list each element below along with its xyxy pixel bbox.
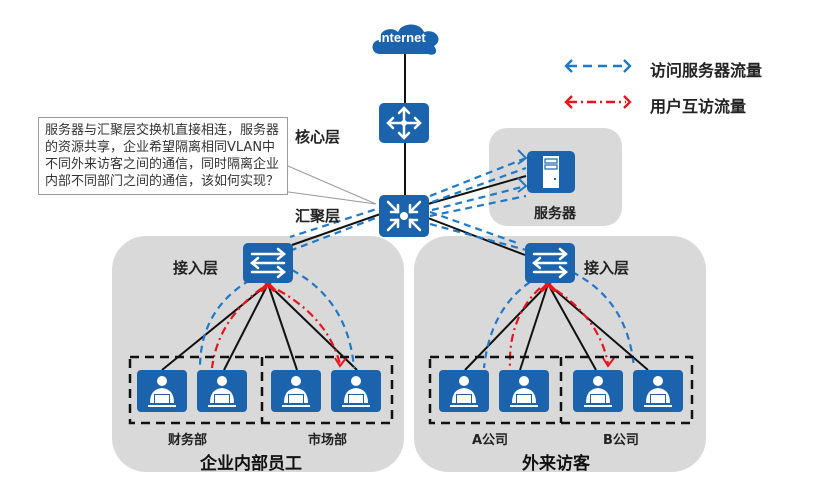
access-flow-agg-right-2 — [429, 210, 521, 246]
aggregation-switch-icon[interactable] — [378, 194, 430, 238]
user-flow-arrowhead-right — [602, 357, 615, 368]
group-label-visitors: 外来访客 — [522, 454, 590, 474]
link-access-right-pc2 — [519, 283, 549, 371]
group-label-enterprise-staff: 企业内部员工 — [200, 454, 302, 474]
link-access-left-pc2 — [223, 283, 269, 371]
user-flow-arrowhead-left — [334, 357, 347, 368]
callout-pointer — [273, 159, 377, 205]
internet-cloud-icon — [372, 24, 439, 55]
marketing-pc-2-icon[interactable] — [330, 369, 382, 413]
internet-label: Internet — [378, 30, 426, 45]
company-b-pc-2-icon[interactable] — [632, 369, 684, 413]
access-flow-left-pc2 — [198, 279, 251, 369]
core-router-icon[interactable] — [378, 102, 430, 144]
legend-access-arrow-left — [564, 59, 573, 73]
marketing-pc-1-icon[interactable] — [270, 369, 322, 413]
link-aggregation-access-left — [291, 211, 387, 246]
company-b-pc-1-icon[interactable] — [572, 369, 624, 413]
link-access-right-pc1 — [464, 283, 549, 371]
company-a-pc-2-icon[interactable] — [498, 369, 550, 413]
access-flow-agg-right-1 — [429, 222, 527, 252]
link-access-left-pc3 — [267, 283, 298, 371]
access-flow-agg-server-1 — [429, 156, 527, 198]
link-access-left-pc4 — [267, 283, 358, 371]
legend-user-arrow-right — [623, 95, 632, 109]
finance-pc-1-icon[interactable] — [136, 369, 188, 413]
user-flow-right-pc3 — [555, 289, 610, 365]
subgroup-label-company-b: B公司 — [603, 433, 639, 448]
access-flow-agg-server-2 — [431, 166, 527, 204]
access-layer-left-label: 接入层 — [173, 259, 219, 277]
core-layer-label: 核心层 — [295, 128, 341, 146]
finance-pc-2-icon[interactable] — [196, 369, 248, 413]
access-switch-left-icon[interactable] — [242, 242, 294, 284]
company-a-pc-1-icon[interactable] — [438, 369, 490, 413]
link-access-left-pc1 — [161, 283, 269, 371]
subgroup-label-company-a: A公司 — [472, 433, 509, 448]
subgroup-label-marketing: 市场部 — [308, 433, 348, 448]
server-arrowheads — [517, 149, 528, 165]
access-layer-right-label: 接入层 — [584, 259, 630, 277]
link-aggregation-server — [427, 175, 527, 205]
legend-access-arrow-right — [623, 59, 632, 73]
link-access-right-pc4 — [547, 283, 649, 371]
subgroup-label-finance: 财务部 — [168, 433, 208, 448]
question-callout: 服务器与汇聚层交换机直接相连，服务器的资源共享，企业希望隔离相同VLAN中不同外… — [38, 117, 288, 195]
legend-user-arrow-left — [564, 95, 573, 109]
link-access-right-pc3 — [547, 283, 597, 371]
access-switch-right-icon[interactable] — [524, 242, 576, 284]
legend-access-server-label: 访问服务器流量 — [650, 61, 763, 80]
server-label: 服务器 — [534, 206, 576, 222]
access-flow-agg-server-4 — [429, 194, 527, 218]
access-flow-right-pc1 — [482, 281, 531, 369]
access-flow-agg-server-3 — [431, 184, 527, 212]
server-icon[interactable] — [526, 150, 576, 194]
access-flow-right-pc4 — [571, 271, 636, 369]
access-flow-left-pc4 — [291, 269, 356, 369]
aggregation-layer-label: 汇聚层 — [295, 207, 341, 225]
access-flow-agg-left-2 — [291, 212, 387, 252]
legend-user-flow-label: 用户互访流量 — [650, 97, 747, 116]
access-flow-agg-left-1 — [289, 204, 387, 239]
